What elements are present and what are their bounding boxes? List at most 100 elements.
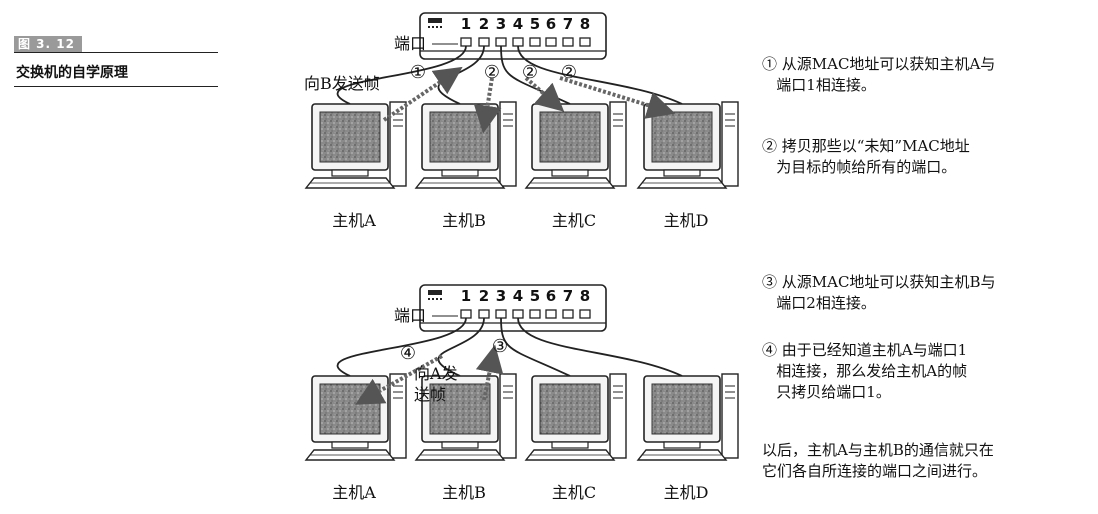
step-marker: ② — [522, 62, 538, 83]
host-label: 主机D — [664, 483, 709, 502]
host-label: 主机B — [442, 483, 486, 502]
send-label-bottom-line1: 向A发 — [414, 364, 458, 383]
data-flow-arrow — [524, 76, 565, 112]
port-number: 7 — [563, 287, 573, 305]
note-3: ③ 从源MAC地址可以获知主机B与 端口2相连接。 — [762, 273, 996, 312]
port-number: 8 — [580, 15, 590, 33]
port-number: 1 — [461, 15, 471, 33]
monitor-screen — [651, 383, 713, 435]
port-socket — [460, 309, 472, 319]
port-number: 5 — [530, 15, 540, 33]
port-socket — [545, 309, 557, 319]
port-socket — [478, 309, 490, 319]
caption-top-rule — [14, 52, 218, 53]
port-number: 3 — [496, 15, 506, 33]
port-socket — [512, 37, 524, 47]
monitor-stand — [331, 441, 369, 449]
tower-case — [499, 373, 517, 459]
port-socket — [512, 309, 524, 319]
send-label-bottom-line2: 送帧 — [414, 385, 446, 404]
data-flow-arrow — [355, 354, 443, 405]
port-socket — [495, 309, 507, 319]
caption-bottom-rule — [14, 86, 218, 87]
monitor-screen — [319, 111, 381, 163]
cable — [517, 317, 683, 377]
tower-case — [609, 373, 627, 459]
monitor-stand — [551, 441, 589, 449]
switch-led-dot — [436, 26, 438, 28]
host-label: 主机B — [442, 211, 486, 230]
monitor-screen — [319, 383, 381, 435]
tower-case — [389, 373, 407, 459]
note-2: ② 拷贝那些以“未知”MAC地址 为目标的帧给所有的端口。 — [762, 137, 970, 176]
cable — [337, 317, 467, 377]
step-marker: ③ — [492, 336, 508, 357]
port-socket — [562, 37, 574, 47]
port-socket — [478, 37, 490, 47]
port-socket — [579, 309, 591, 319]
port-label: 端口 — [394, 34, 426, 53]
port-socket — [562, 309, 574, 319]
step-marker: ② — [484, 62, 500, 83]
port-label: 端口 — [394, 306, 426, 325]
monitor-screen — [539, 111, 601, 163]
tower-case — [721, 101, 739, 187]
figure-caption: 交换机的自学原理 — [16, 65, 128, 81]
port-number: 1 — [461, 287, 471, 305]
figure-number: 图 3. 12 — [14, 36, 82, 52]
port-socket — [495, 37, 507, 47]
port-socket — [529, 37, 541, 47]
port-number: 2 — [479, 287, 489, 305]
port-socket — [579, 37, 591, 47]
tower-case — [499, 101, 517, 187]
port-number: 7 — [563, 15, 573, 33]
monitor-screen — [651, 111, 713, 163]
port-number: 8 — [580, 287, 590, 305]
switch-led-dot — [432, 26, 434, 28]
data-flow-arrow — [473, 77, 502, 134]
monitor-stand — [663, 441, 701, 449]
switch-led-dot — [436, 298, 438, 300]
monitor-stand — [441, 169, 479, 177]
note-4: ④ 由于已经知道主机A与端口1 相连接，那么发给主机A的帧 只拷贝给端口1。 — [762, 341, 968, 401]
switch-led-dot — [428, 26, 430, 28]
port-number: 2 — [479, 15, 489, 33]
monitor-stand — [663, 169, 701, 177]
note-1: ① 从源MAC地址可以获知主机A与 端口1相连接。 — [762, 55, 996, 94]
tower-case — [721, 373, 739, 459]
port-socket — [545, 37, 557, 47]
monitor-stand — [551, 169, 589, 177]
host-label: 主机A — [332, 211, 376, 230]
monitor-screen — [539, 383, 601, 435]
port-number: 3 — [496, 287, 506, 305]
note-5: 以后，主机A与主机B的通信就只在 它们各自所连接的端口之间进行。 — [762, 441, 994, 480]
host-label: 主机C — [552, 483, 596, 502]
monitor-screen — [429, 111, 491, 163]
step-marker: ① — [410, 62, 426, 83]
send-label-top: 向B发送帧 — [304, 74, 380, 93]
host-label: 主机D — [664, 211, 709, 230]
switch-led-bar — [428, 290, 442, 295]
tower-case — [389, 101, 407, 187]
port-number: 5 — [530, 287, 540, 305]
cable — [500, 317, 571, 377]
switch-led-dot — [440, 26, 442, 28]
monitor-stand — [331, 169, 369, 177]
host-label: 主机C — [552, 211, 596, 230]
step-marker: ② — [561, 62, 577, 83]
switch-led-bar — [428, 18, 442, 23]
step-marker: ④ — [400, 343, 416, 364]
data-flow-arrow — [559, 76, 676, 119]
monitor-stand — [441, 441, 479, 449]
port-number: 4 — [513, 287, 523, 305]
monitor-screen — [429, 383, 491, 435]
switch-led-dot — [428, 298, 430, 300]
switch-led-dot — [440, 298, 442, 300]
port-socket — [460, 37, 472, 47]
cable — [437, 317, 485, 377]
data-flow-arrow — [475, 344, 504, 401]
port-number: 4 — [513, 15, 523, 33]
